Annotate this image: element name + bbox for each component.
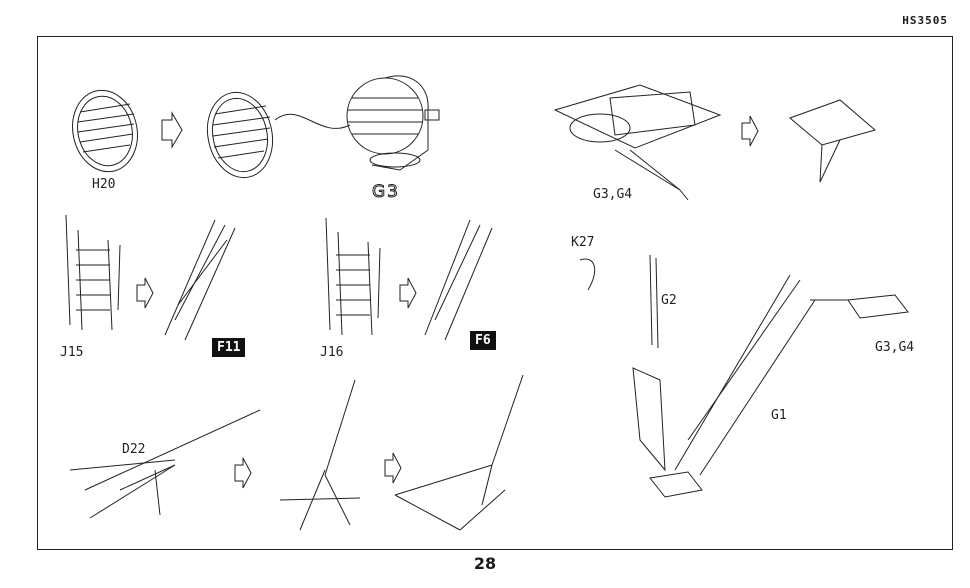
mast-assembling-drawing — [279, 379, 361, 531]
page-number: 28 — [473, 554, 497, 573]
label-d22: D22 — [122, 442, 146, 457]
arrow-right-icon — [161, 111, 183, 149]
ladder-j16-drawing — [325, 217, 381, 336]
arrow-right-icon — [234, 457, 252, 489]
label-g3-g4-right: G3,G4 — [875, 340, 915, 355]
ladder-f6-drawing — [424, 219, 493, 341]
label-k27: K27 — [571, 235, 595, 250]
label-f6: F6 — [470, 331, 496, 350]
stair-g1-drawing — [579, 254, 909, 498]
platform-fitted-drawing — [789, 99, 877, 183]
label-j16: J16 — [320, 345, 344, 360]
arrow-right-icon — [399, 277, 417, 309]
arrow-right-icon — [384, 452, 402, 484]
round-hatch-h20-drawing — [72, 89, 138, 173]
mast-fitted-drawing — [394, 374, 524, 531]
label-g2: G2 — [661, 293, 677, 308]
arrow-right-icon — [136, 277, 154, 309]
label-h20: H20 — [92, 177, 116, 192]
label-g3: G3 — [372, 182, 400, 203]
ladder-f11-drawing — [164, 219, 236, 341]
instruction-frame — [37, 36, 953, 550]
label-j15: J15 — [60, 345, 84, 360]
arrow-right-icon — [741, 115, 759, 147]
label-f11: F11 — [212, 338, 246, 357]
ladder-j15-drawing — [65, 214, 121, 331]
round-hatch-fitted-drawing — [206, 91, 351, 179]
label-g3-g4-top: G3,G4 — [593, 187, 633, 202]
vent-housing-g3-drawing — [346, 75, 440, 171]
label-g1: G1 — [771, 408, 787, 423]
mast-d22-drawing — [69, 409, 261, 519]
product-code: HS3505 — [902, 14, 948, 27]
platform-grating-drawing — [553, 84, 722, 201]
